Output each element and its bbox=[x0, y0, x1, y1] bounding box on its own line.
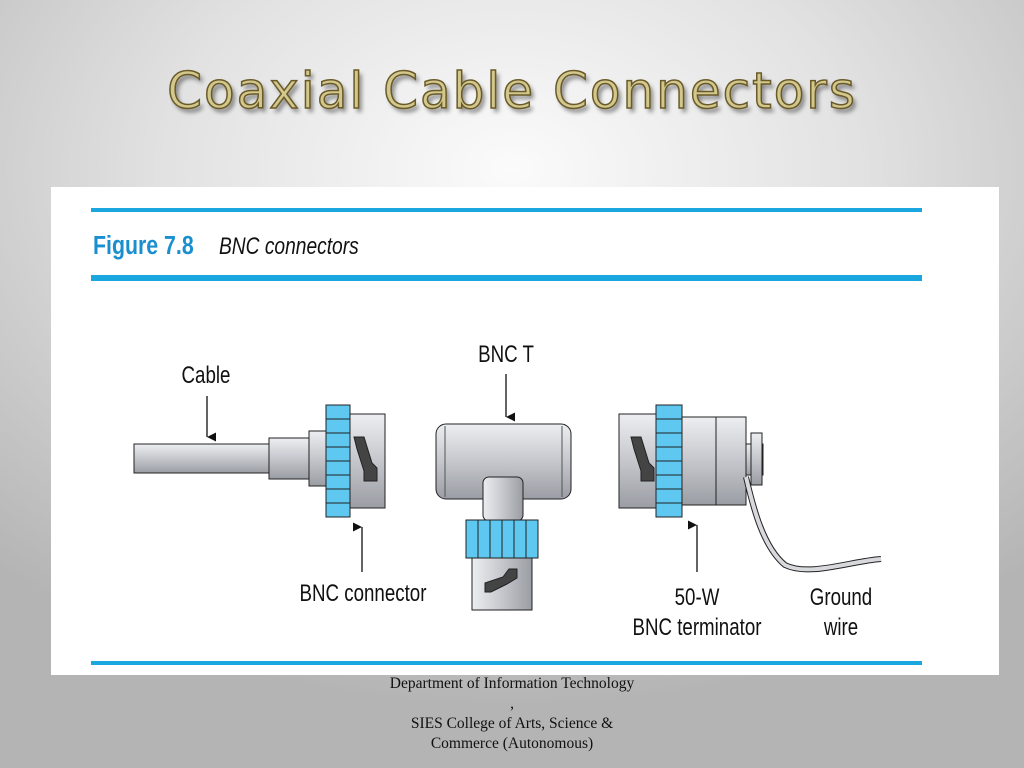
connector-collar bbox=[308, 430, 327, 487]
ground-wire bbox=[743, 476, 882, 573]
label-bnc-connector: BNC connector bbox=[300, 580, 427, 607]
bnc-t-assembly bbox=[435, 423, 572, 611]
terminator-pin bbox=[750, 432, 763, 486]
bnc-connectors-diagram: Figure 7.8 BNC connectors bbox=[91, 208, 922, 665]
footer-line3: SIES College of Arts, Science & bbox=[410, 715, 614, 732]
footer-line4: Commerce (Autonomous) bbox=[430, 735, 594, 752]
slide-title: Coaxial Cable Connectors bbox=[166, 61, 857, 121]
figure-caption: BNC connectors bbox=[219, 232, 359, 260]
figure-number: Figure 7.8 bbox=[93, 231, 194, 261]
t-bayonet-slot bbox=[484, 568, 518, 593]
cable bbox=[133, 443, 270, 474]
footer: Department of Information Technology , S… bbox=[312, 674, 712, 754]
cable-sleeve bbox=[268, 437, 310, 480]
figure-panel: Figure 7.8 BNC connectors bbox=[51, 187, 999, 675]
terminator-collar bbox=[681, 416, 717, 506]
label-bnc-t: BNC T bbox=[478, 341, 534, 368]
bnc-connector-assembly bbox=[133, 404, 386, 518]
footer-line2: , bbox=[510, 695, 514, 712]
top-rule bbox=[91, 208, 922, 212]
label-terminator-line1: 50-W bbox=[675, 584, 720, 611]
bottom-rule bbox=[91, 661, 922, 665]
footer-line1: Department of Information Technology bbox=[389, 675, 635, 692]
label-cable: Cable bbox=[182, 362, 231, 389]
terminator-cap bbox=[715, 416, 747, 506]
label-terminator-line2: BNC terminator bbox=[633, 614, 762, 641]
label-ground-line2: wire bbox=[823, 614, 858, 641]
bnc-terminator-assembly bbox=[618, 404, 882, 573]
terminator-bayonet-slot bbox=[630, 436, 655, 482]
t-stem bbox=[482, 476, 524, 522]
bayonet-slot bbox=[353, 436, 378, 482]
header-rule bbox=[91, 275, 922, 281]
label-ground-line1: Ground bbox=[810, 584, 872, 611]
